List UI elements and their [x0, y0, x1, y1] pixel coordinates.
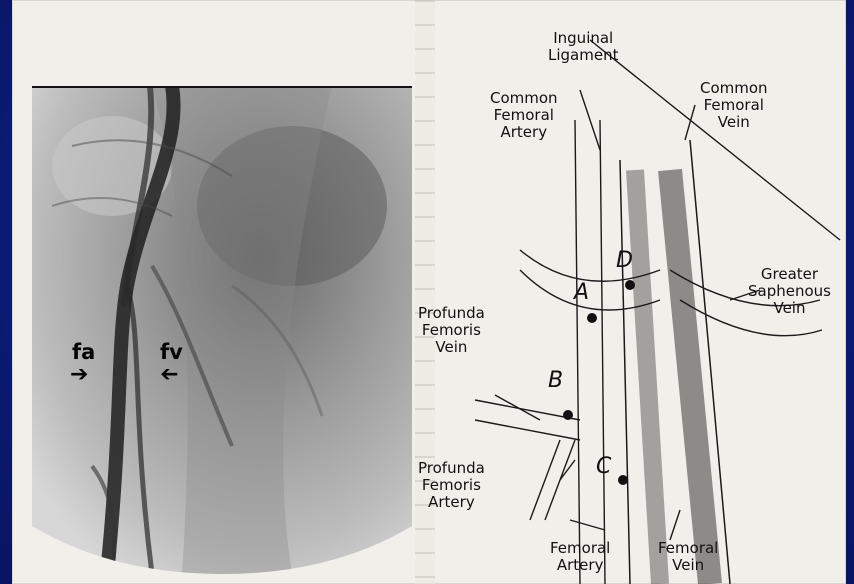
marker-a: A: [574, 282, 589, 304]
point-b-dot: [563, 410, 573, 420]
right-arrow-icon: ➔: [70, 364, 88, 386]
point-a-dot: [587, 313, 597, 323]
label-greater-saphenous-vein: Greater Saphenous Vein: [748, 266, 831, 317]
label-inguinal-ligament: Inguinal Ligament: [548, 30, 618, 64]
marker-b: B: [548, 370, 563, 392]
label-femoral-vein: Femoral Vein: [658, 540, 718, 574]
label-fa: fa: [72, 341, 95, 363]
label-femoral-artery: Femoral Artery: [550, 540, 610, 574]
marker-d: D: [616, 250, 633, 272]
label-common-femoral-vein: Common Femoral Vein: [700, 80, 768, 131]
label-profunda-femoris-artery: Profunda Femoris Artery: [418, 460, 485, 511]
point-c-dot: [618, 475, 628, 485]
xray-angiogram: fa ➔ fv ➔: [32, 86, 412, 574]
point-d-dot: [625, 280, 635, 290]
anatomy-diagram: Inguinal Ligament Common Femoral Artery …: [430, 0, 846, 584]
left-arrow-icon: ➔: [160, 364, 178, 386]
xray-image: [32, 86, 412, 574]
label-common-femoral-artery: Common Femoral Artery: [490, 90, 558, 141]
label-profunda-femoris-vein: Profunda Femoris Vein: [418, 305, 485, 356]
label-fv: fv: [160, 341, 183, 363]
marker-c: C: [596, 456, 611, 478]
